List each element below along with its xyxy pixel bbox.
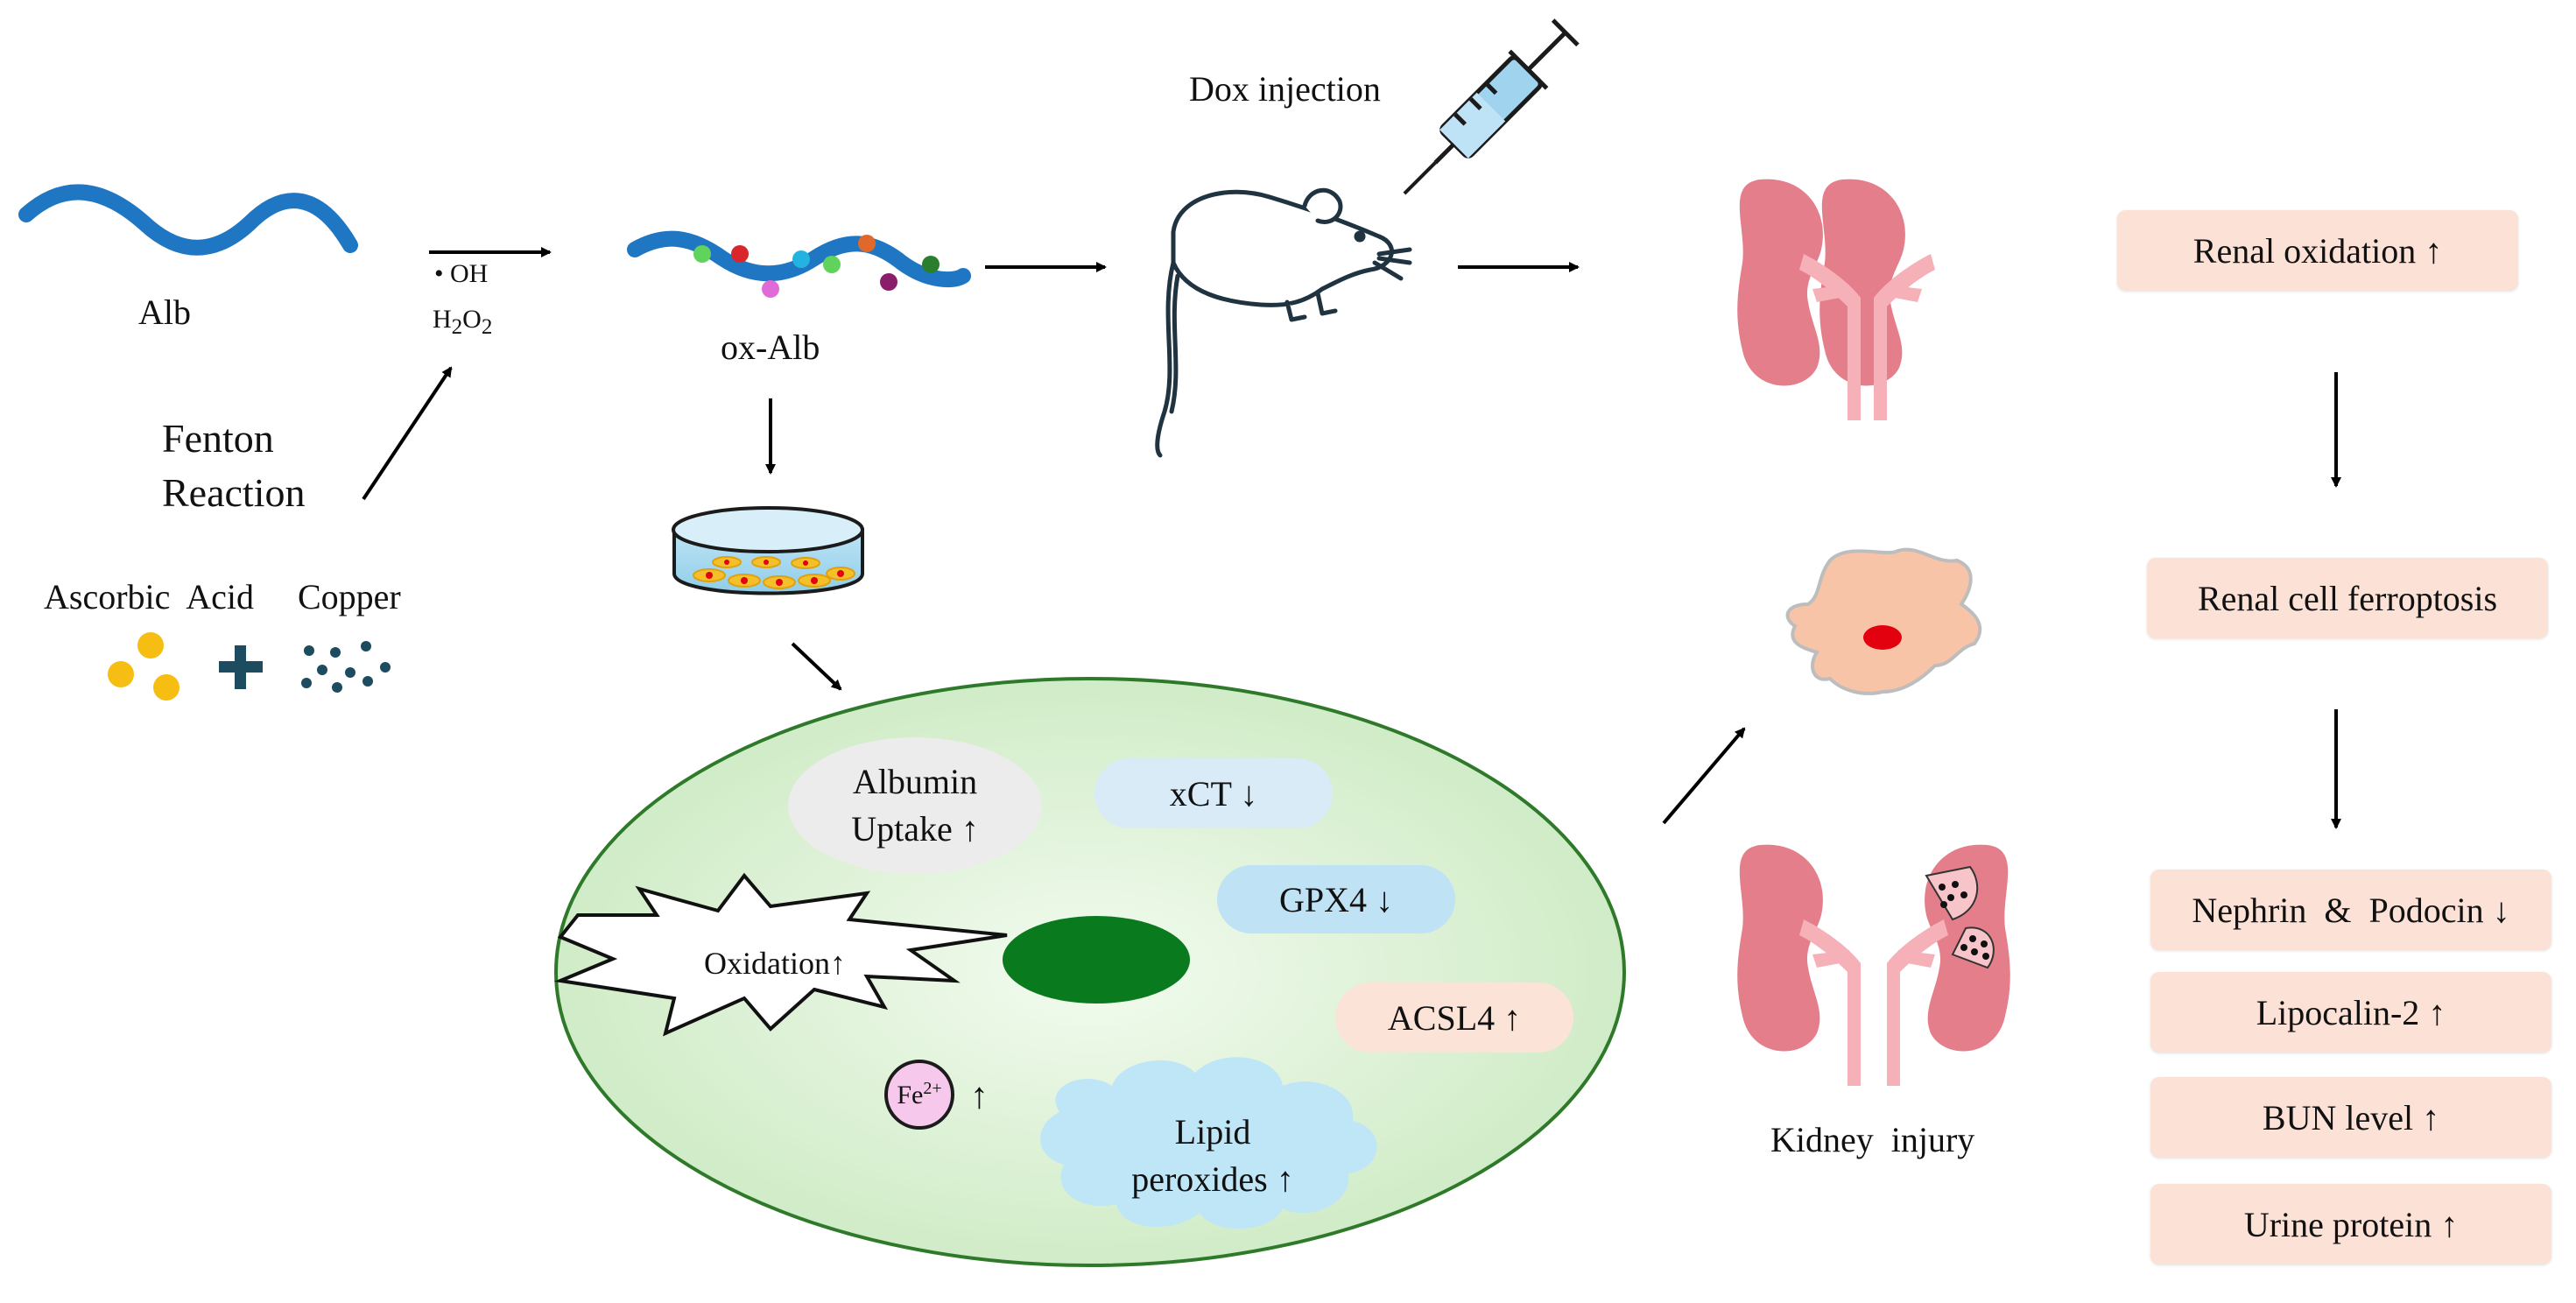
fe-increase-arrow: ↑	[970, 1076, 989, 1116]
h2o2-label: H2O2	[433, 305, 492, 340]
lipocalin-box: Lipocalin-2 ↑	[2150, 972, 2551, 1053]
fenton-line2: Reaction	[162, 470, 306, 515]
oxidation-sites-icon	[693, 235, 940, 298]
syringe-icon	[1403, 18, 1580, 195]
copper-icon	[301, 641, 391, 693]
gpx4-text: GPX4 ↓	[1278, 879, 1394, 919]
iron-ion-icon	[884, 1060, 954, 1130]
hydroxyl-label: • OH	[434, 259, 489, 288]
nephrin-podocin-box: Nephrin & Podocin ↓	[2150, 870, 2551, 950]
arrow-fenton-up	[362, 366, 453, 501]
dox-injection-label: Dox injection	[1189, 69, 1381, 109]
lipid-peroxides-cloud	[1040, 1057, 1377, 1229]
acsl4-text: ACSL4 ↑	[1387, 997, 1522, 1038]
bun-level-box: BUN level ↑	[2150, 1077, 2551, 1158]
h2o2-text: H2O2	[433, 305, 493, 339]
renal-oxidation-box: Renal oxidation ↑	[2117, 210, 2518, 291]
kidney-injury-label: Kidney injury	[1770, 1120, 1975, 1159]
arrow-cell-to-injury	[1662, 727, 1746, 825]
alb-label: Alb	[138, 292, 191, 332]
plus-icon	[219, 645, 263, 689]
gpx4-pill	[1217, 865, 1455, 933]
fe-label: Fe2+	[897, 1079, 942, 1109]
urine-protein-box: Urine protein ↑	[2150, 1184, 2551, 1264]
xct-text: xCT ↓	[1169, 773, 1258, 813]
cell-culture-dish-icon	[672, 506, 864, 595]
ascorbic-acid-label: Ascorbic Acid	[44, 577, 254, 616]
fenton-label: Fenton Reaction	[162, 412, 306, 520]
oxidation-burst-icon	[553, 872, 1008, 1037]
albumin-uptake-text: Albumin Uptake ↑	[788, 749, 1042, 863]
ascorbic-acid-icon	[108, 632, 179, 701]
albumin-line1: Albumin	[852, 762, 978, 801]
nucleus-icon	[1003, 916, 1190, 1004]
albumin-strand-icon	[18, 184, 358, 256]
damaged-cell-icon	[1785, 547, 1982, 695]
ferroptosis-box: Renal cell ferroptosis	[2147, 558, 2548, 638]
ox-albumin-strand-icon	[627, 230, 971, 288]
mouse-icon	[1155, 187, 1412, 458]
lipid-line1: Lipid	[1174, 1112, 1251, 1152]
albumin-uptake-bubble	[788, 737, 1042, 874]
lipid-line2: peroxides ↑	[1131, 1159, 1294, 1199]
lipid-peroxides-text: Lipid peroxides ↑	[1086, 1099, 1340, 1213]
healthy-kidneys-icon	[1737, 179, 1935, 420]
acsl4-pill	[1335, 983, 1573, 1053]
xct-pill	[1094, 758, 1333, 828]
oxidation-text: Oxidation↑	[704, 946, 846, 981]
arrow-dish-to-cell	[791, 642, 842, 691]
ox-alb-label: ox-Alb	[721, 328, 820, 367]
injured-kidneys-icon	[1737, 844, 2010, 1086]
albumin-line2: Uptake ↑	[851, 809, 979, 849]
fe-text: Fe2+	[886, 1070, 953, 1119]
fenton-line1: Fenton	[162, 416, 274, 461]
copper-label: Copper	[298, 577, 401, 616]
